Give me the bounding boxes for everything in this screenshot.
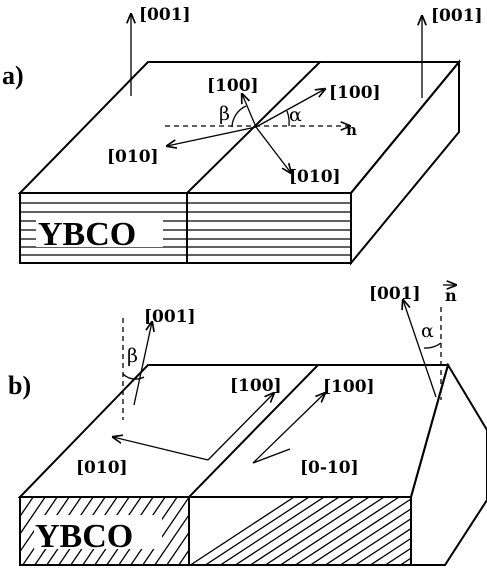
angle-beta-b: β	[127, 345, 138, 367]
arrow-b-left-010	[113, 437, 209, 461]
panel-a-label: a)	[2, 61, 24, 90]
arrow-b-right-001	[403, 300, 437, 398]
label-b-left-001: [001]	[144, 307, 196, 327]
ybco-label-a: YBCO	[38, 216, 136, 253]
arrow-b-left-001	[133, 322, 152, 406]
arrow-b-right-010	[252, 448, 291, 464]
slab-a-side-face	[350, 59, 460, 266]
angle-alpha-arc-b	[423, 342, 442, 349]
label-a-left-010: [010]	[107, 147, 159, 167]
axis-001-left-label: [001]	[139, 5, 191, 25]
axis-001-right-label: [001]	[431, 6, 483, 26]
label-b-right-001: [001]	[369, 284, 421, 304]
normal-n-label-b: n	[445, 286, 457, 305]
label-a-left-100: [100]	[207, 76, 259, 96]
label-b-right-100: [100]	[323, 377, 375, 397]
grain-boundary-a	[186, 61, 321, 263]
slab-b-hatch-right	[189, 497, 411, 565]
ybco-label-b: YBCO	[35, 518, 133, 555]
normal-n-label: n	[346, 121, 357, 139]
arrow-b-left-100	[207, 393, 274, 461]
panel-b-slab: YBCO	[17, 362, 487, 566]
angle-beta-arc-b	[122, 373, 145, 380]
label-b-right-010: [0-10]	[300, 458, 359, 478]
arrow-a-left-010	[167, 126, 257, 146]
arrow-b-right-100	[252, 393, 325, 464]
ybco-b-backdrop	[34, 515, 162, 549]
arrow-a-right-100	[255, 89, 325, 128]
panel-a-slab: YBCO	[17, 59, 462, 266]
angle-alpha-arc-a	[286, 110, 290, 127]
ybco-a-backdrop	[36, 213, 163, 247]
label-a-right-010: [010]	[289, 167, 341, 187]
arrow-a-right-010	[255, 126, 291, 173]
panel-b: b)	[8, 284, 487, 566]
angle-alpha-a: α	[289, 104, 302, 126]
slab-b-side-face	[410, 362, 487, 566]
angle-beta-arc-a	[231, 105, 247, 128]
arrow-a-left-100	[242, 94, 257, 128]
panel-a: a) YBCO [001] [001]	[2, 5, 483, 266]
angle-beta-a: β	[219, 103, 230, 125]
panel-b-label: b)	[8, 371, 31, 400]
angle-alpha-b: α	[421, 320, 434, 342]
label-b-left-010: [010]	[76, 458, 128, 478]
label-a-right-100: [100]	[329, 83, 381, 103]
label-b-left-100: [100]	[230, 376, 282, 396]
